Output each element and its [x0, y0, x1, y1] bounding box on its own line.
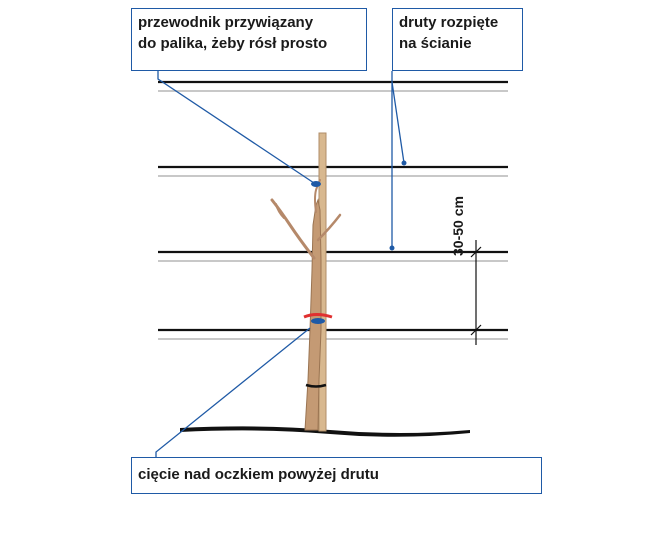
cut-mark — [303, 313, 333, 319]
label-wires: druty rozpięte na ścianie — [392, 8, 523, 71]
callout-leader — [157, 71, 315, 184]
tie-cut — [311, 318, 325, 324]
label-cut: cięcie nad oczkiem powyżej drutu — [131, 457, 542, 494]
callout-dot — [389, 245, 395, 251]
spacing-label: 30-50 cm — [450, 196, 466, 256]
label-wires-line2: na ścianie — [399, 35, 472, 52]
wires — [158, 80, 508, 332]
callout-dots — [389, 160, 407, 251]
dimension-marker — [470, 240, 490, 345]
branch-right — [316, 213, 342, 242]
label-leader: przewodnik przywiązany do palika, żeby r… — [131, 8, 367, 71]
tie-lower — [305, 383, 327, 388]
label-cut-text: cięcie nad oczkiem powyżej drutu — [138, 466, 379, 483]
branch-left-twig — [275, 203, 285, 219]
callout-dot — [401, 160, 407, 166]
callout-wires-upper — [391, 71, 405, 164]
label-leader-line2: do palika, żeby rósł prosto — [138, 35, 328, 52]
wire-shadows — [158, 90, 508, 340]
dimension-slash-bottom — [470, 324, 482, 336]
label-leader-line1: przewodnik przywiązany — [138, 14, 314, 31]
soil — [180, 426, 470, 437]
callout-lines — [155, 71, 405, 457]
callout-cut — [155, 327, 311, 457]
label-wires-line1: druty rozpięte — [399, 14, 499, 31]
dimension-slash-top — [470, 246, 482, 258]
tree-branches — [270, 179, 342, 260]
